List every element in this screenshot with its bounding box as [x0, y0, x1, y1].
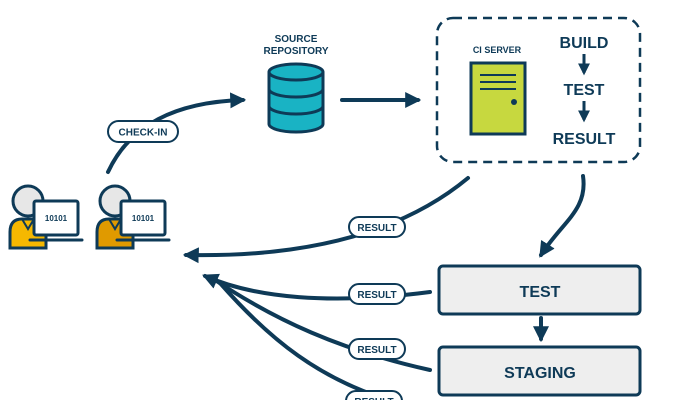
svg-text:RESULT: RESULT: [354, 397, 393, 400]
ci-server-label: CI SERVER: [473, 45, 522, 55]
result-pill-4: RESULT: [345, 390, 403, 400]
test-step-label: TEST: [564, 82, 605, 99]
svg-text:CHECK-IN: CHECK-IN: [119, 128, 168, 139]
test-stage-label: TEST: [520, 284, 561, 301]
staging-stage-label: STAGING: [504, 365, 576, 382]
source-repository: SOURCE REPOSITORY: [263, 34, 329, 134]
test-stage: TEST: [437, 264, 642, 316]
staging-result-arrow: [213, 278, 432, 372]
source-repository-label-line2: REPOSITORY: [263, 46, 328, 57]
ci-result-arrow: [182, 176, 470, 264]
result-pill-1: RESULT: [348, 216, 406, 238]
svg-text:RESULT: RESULT: [357, 345, 396, 356]
ci-server-group: CI SERVER BUILD TEST RESULT: [435, 16, 642, 164]
build-test-result-flow: BUILD TEST RESULT: [553, 35, 616, 148]
result-pill-3: RESULT: [348, 338, 406, 360]
check-in-arrow: [106, 92, 247, 174]
svg-text:RESULT: RESULT: [357, 290, 396, 301]
developer-icon: 10101: [95, 184, 171, 250]
result-step-label: RESULT: [553, 131, 616, 148]
developer-icon: 10101: [8, 184, 84, 250]
svg-text:RESULT: RESULT: [357, 223, 396, 234]
source-repository-label-line1: SOURCE: [275, 34, 318, 45]
developer-screen-code: 10101: [45, 214, 68, 223]
database-icon: [267, 62, 325, 134]
build-step-label: BUILD: [560, 35, 609, 52]
server-icon: [469, 61, 527, 136]
staging-stage: STAGING: [437, 345, 642, 397]
check-in-pill: CHECK-IN: [107, 120, 179, 143]
developer-screen-code: 10101: [132, 214, 155, 223]
ci-to-test-stage-arrow: [539, 174, 586, 258]
result-pill-2: RESULT: [348, 283, 406, 305]
